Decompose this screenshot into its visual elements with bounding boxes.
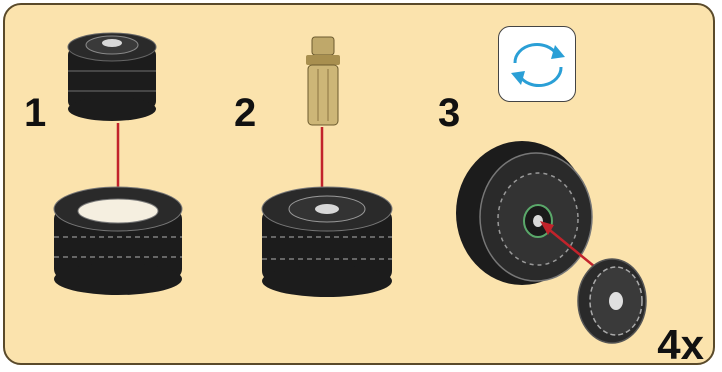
tire-assembly <box>262 187 392 297</box>
step-2-illustration <box>262 25 402 325</box>
step-3-illustration <box>450 115 670 345</box>
small-tire-part <box>68 33 156 121</box>
rotate-model-icon-box <box>498 26 576 102</box>
quantity-label: 4x <box>657 324 704 366</box>
step-number-2: 2 <box>234 93 256 133</box>
hub-cap-part <box>578 259 646 343</box>
step-number-1: 1 <box>24 93 46 133</box>
wheel-side-view <box>456 141 592 285</box>
axle-pin-part <box>306 37 340 125</box>
large-tire-part <box>54 187 182 295</box>
rotate-icon <box>499 27 577 103</box>
step-1-illustration <box>50 25 190 325</box>
